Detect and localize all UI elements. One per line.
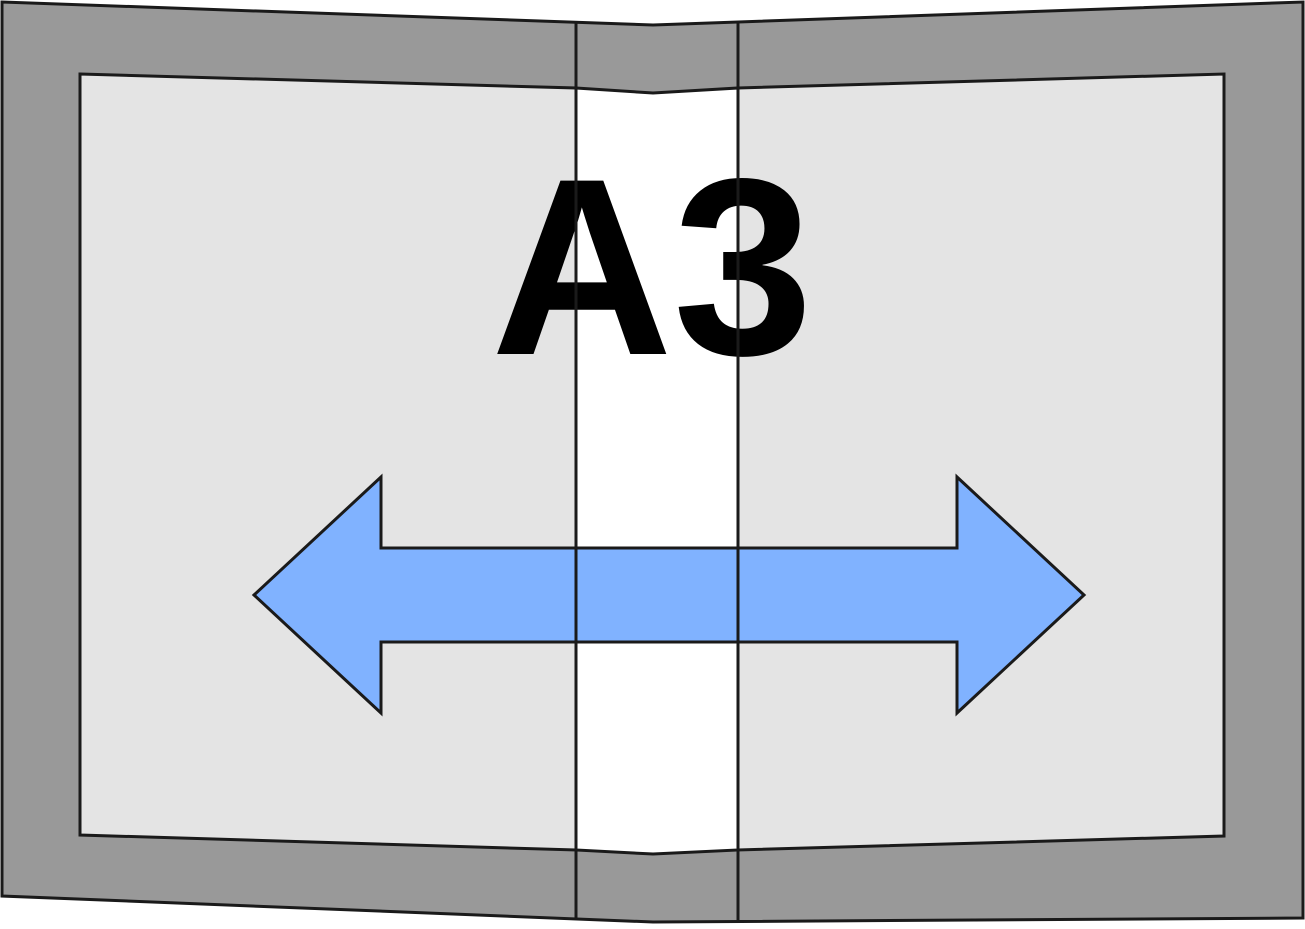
paper-size-label: A3 [491,127,813,408]
double-arrow-icon [251,473,1087,717]
